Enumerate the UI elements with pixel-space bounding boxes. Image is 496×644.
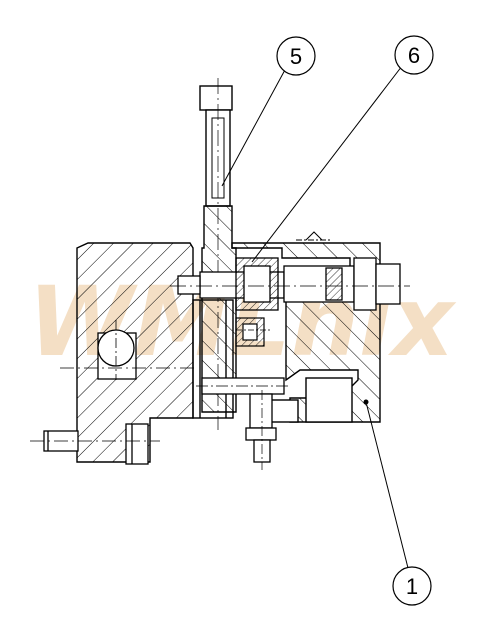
rod-body	[201, 205, 237, 413]
callout-circle-6	[394, 35, 434, 75]
callout-1-group: 1	[363, 399, 432, 606]
callout-6-group: 6	[251, 35, 434, 263]
center-gear	[235, 317, 270, 347]
lower-shaft	[196, 377, 290, 395]
bottom-stem	[245, 390, 277, 470]
callout-label-6: 6	[408, 43, 420, 68]
rod-cap	[199, 85, 233, 111]
leader-line-1	[365, 401, 409, 569]
leader-line-5	[221, 67, 287, 187]
callout-circle-1	[392, 566, 432, 606]
callout-label-5: 5	[290, 44, 302, 69]
leader-dot-1	[363, 399, 369, 405]
bottom-left-pin	[30, 423, 160, 465]
left-bore	[60, 320, 196, 380]
nut	[353, 257, 377, 311]
leader-line-6	[251, 65, 403, 263]
callout-label-1: 1	[406, 574, 418, 599]
shaft-assembly-part-6	[170, 257, 410, 311]
callout-5-group: 5	[221, 36, 316, 187]
top-mark	[296, 231, 332, 241]
vertical-rod-part-5	[199, 78, 237, 430]
lower-pocket	[305, 377, 353, 423]
callout-circle-5	[276, 36, 316, 76]
shaft-end	[283, 265, 355, 303]
